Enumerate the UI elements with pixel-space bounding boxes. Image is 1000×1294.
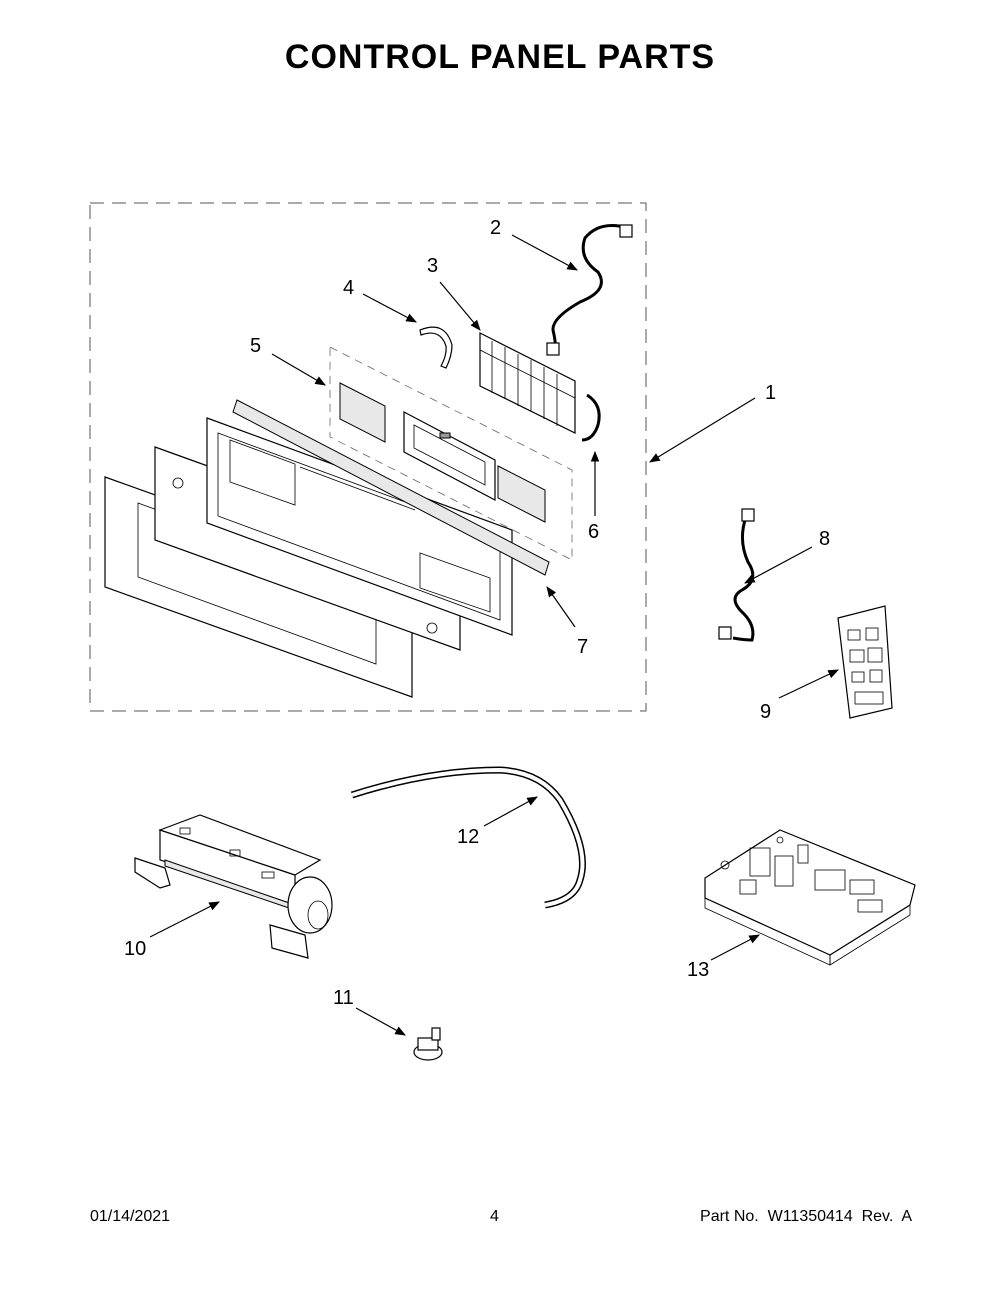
callout-6: 6 [588, 521, 599, 543]
callout-1: 1 [765, 382, 776, 404]
footer-part-number: Part No. W11350414 Rev. A [700, 1208, 912, 1225]
main-control-board[interactable] [704, 829, 916, 966]
display-board[interactable] [403, 411, 496, 501]
callout-10: 10 [124, 938, 146, 960]
callout-13: 13 [687, 959, 709, 981]
wire-harness-8[interactable] [718, 508, 755, 642]
callout-8: 8 [819, 528, 830, 550]
gasket-arc-small[interactable] [581, 393, 601, 442]
assembly-boundary [89, 202, 647, 712]
callout-4: 4 [343, 277, 354, 299]
callout-2: 2 [490, 217, 501, 239]
gasket-arc[interactable] [419, 326, 453, 369]
relay-board[interactable] [837, 605, 893, 719]
thermostat[interactable] [413, 1027, 443, 1061]
small-circuit-board-left[interactable] [339, 382, 386, 443]
callout-3: 3 [427, 255, 438, 277]
touch-panel[interactable] [479, 332, 576, 434]
wire-harness-2[interactable] [546, 224, 633, 356]
callout-7: 7 [577, 636, 588, 658]
callout-12: 12 [457, 826, 479, 848]
leader-arrows [149, 234, 839, 1036]
subassembly-boundary [329, 346, 573, 561]
small-circuit-board-right[interactable] [497, 465, 546, 523]
callout-11: 11 [333, 987, 354, 1009]
footer-date: 01/14/2021 [90, 1208, 171, 1225]
footer-page-number: 4 [490, 1208, 499, 1225]
callout-5: 5 [250, 335, 261, 357]
cooling-fan[interactable] [134, 814, 333, 959]
page-title: CONTROL PANEL PARTS [284, 38, 716, 76]
door-gasket[interactable] [350, 766, 586, 909]
callout-9: 9 [760, 701, 771, 723]
trim-strip[interactable] [232, 399, 550, 576]
